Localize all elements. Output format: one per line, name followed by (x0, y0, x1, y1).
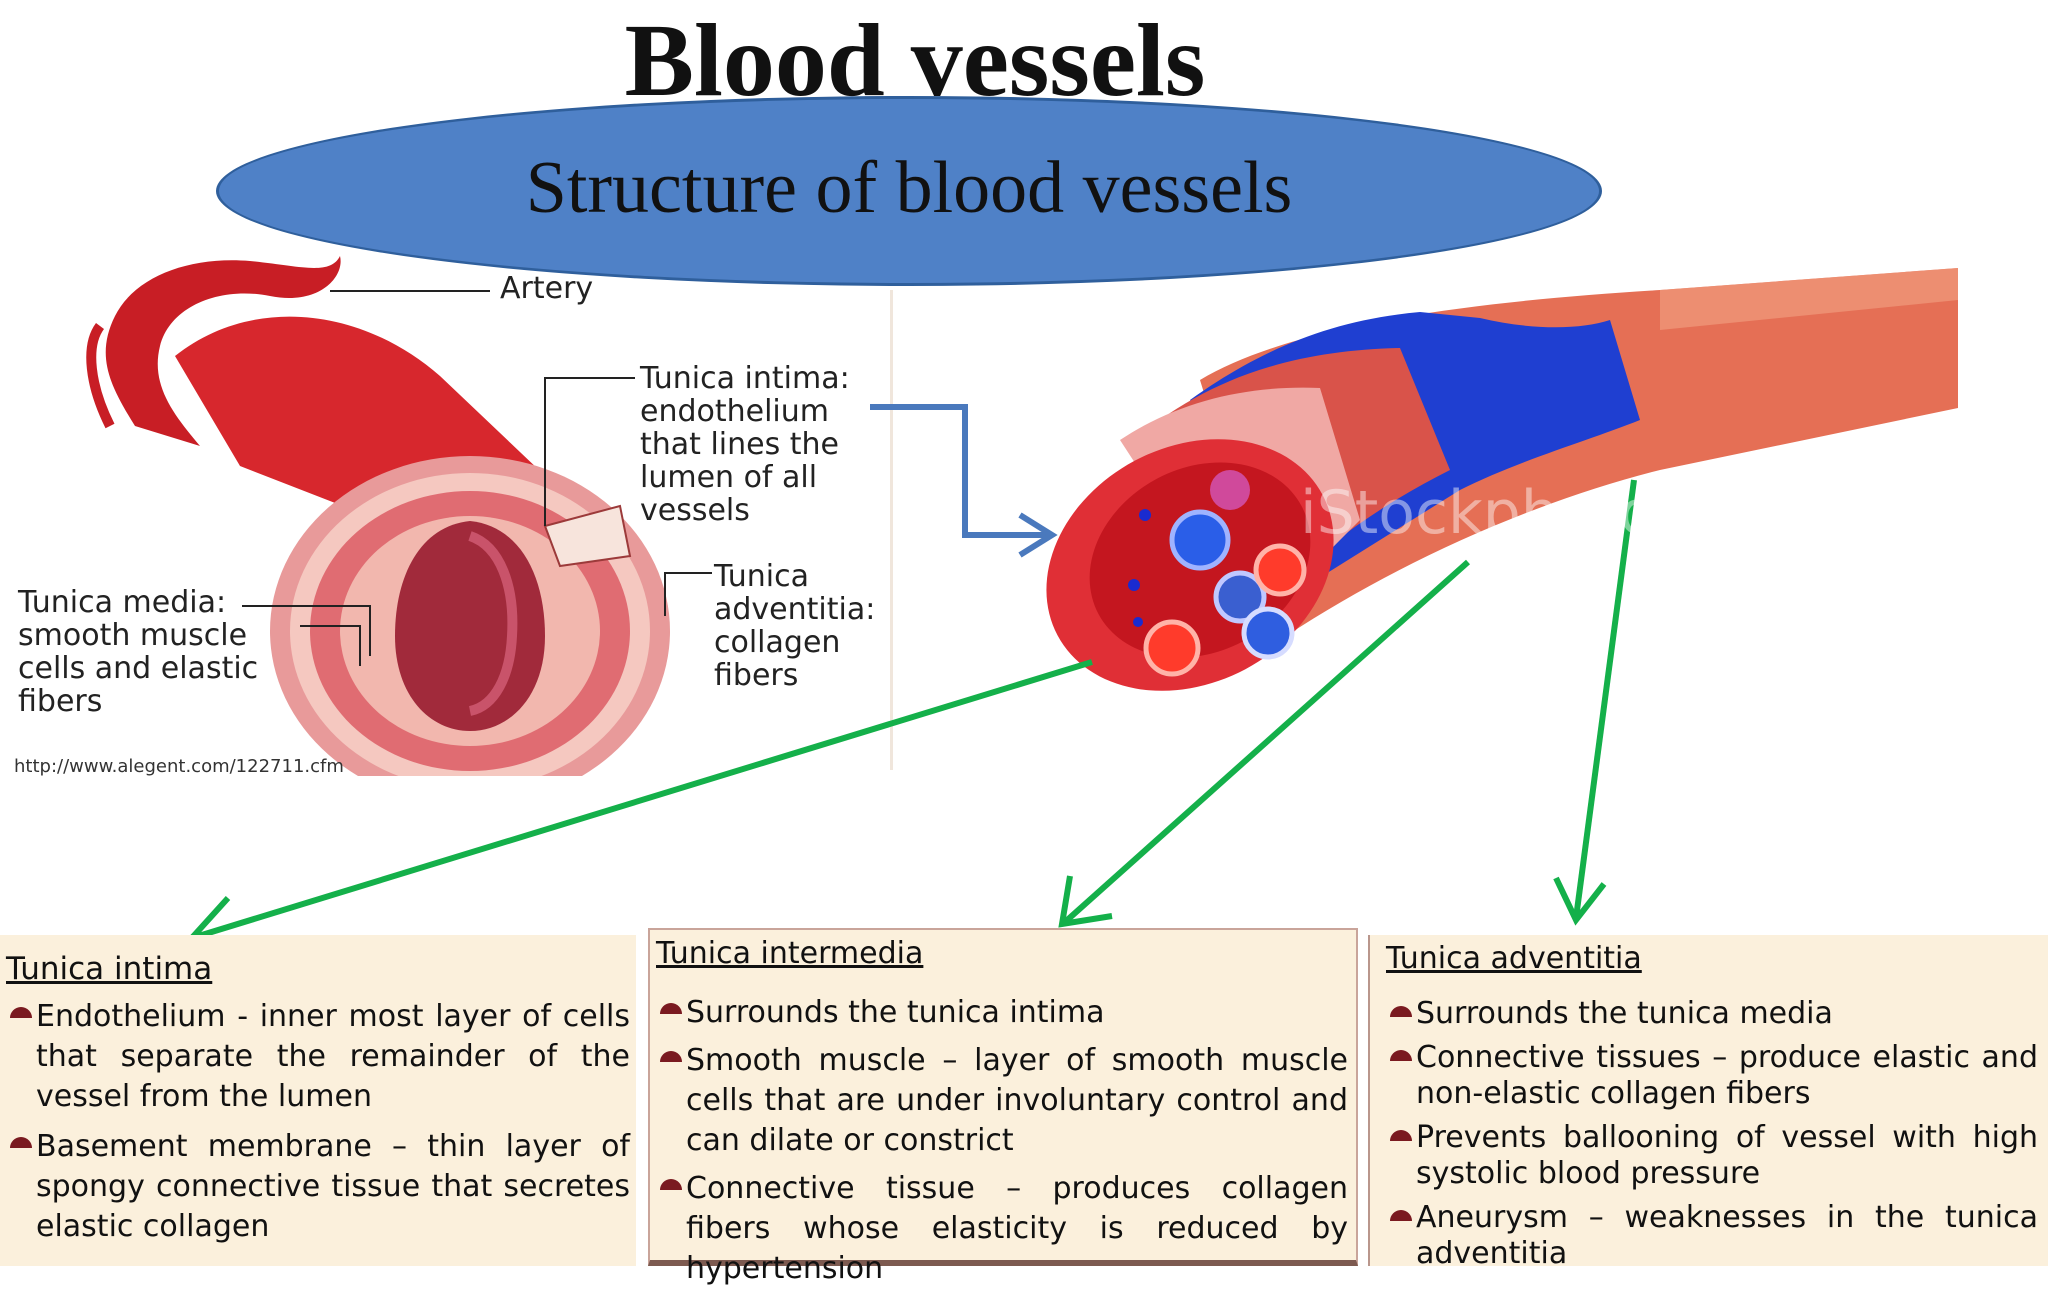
label-adventitia-3: collagen (714, 625, 841, 660)
panel-heading: Tunica adventitia (1386, 941, 1642, 976)
blood-cell (1213, 570, 1267, 624)
bullet-icon (1390, 1050, 1412, 1061)
figure-divider (890, 290, 893, 770)
list-item: Smooth muscle – layer of smooth muscle c… (656, 1041, 1348, 1161)
label-adventitia-4: fibers (714, 658, 799, 693)
list-item: Aneurysm – weaknesses in the tunica adve… (1386, 1200, 2038, 1272)
bullet-icon (1390, 1210, 1412, 1221)
label-media-1: Tunica media: (18, 585, 227, 620)
green-arrow-intima (191, 659, 1093, 941)
panel-tunica-adventitia: Tunica adventitia Surrounds the tunica m… (1368, 935, 2048, 1271)
bullet-icon (10, 1137, 32, 1148)
list-item: Endothelium - inner most layer of cells … (6, 997, 630, 1117)
list-item: Connective tissues – produce elastic and… (1386, 1040, 2038, 1112)
bullet-icon (10, 1007, 32, 1018)
label-intima-3: that lines the (640, 427, 839, 462)
label-intima-2: endothelium (640, 394, 830, 429)
bullet-icon (1390, 1006, 1412, 1017)
list-item: Surrounds the tunica media (1386, 996, 2038, 1032)
label-media-3: cells and elastic (18, 651, 259, 686)
blood-cell (1241, 606, 1295, 660)
label-adventitia-1: Tunica (714, 559, 810, 594)
label-media-4: fibers (18, 684, 103, 719)
artery-illustration (86, 256, 712, 806)
blood-cell (1210, 470, 1250, 510)
bullet-icon (1390, 1130, 1412, 1141)
label-intima-1: Tunica intima: (640, 361, 850, 396)
artery-tail (105, 256, 341, 446)
watermark: iStockphoto (1300, 478, 1656, 548)
blue-arrow (870, 404, 1050, 538)
list-item: Basement membrane – thin layer of spongy… (6, 1127, 630, 1247)
artery-figure (0, 236, 895, 806)
list-item: Connective tissue – produces collagen fi… (656, 1169, 1348, 1289)
blood-cell (1253, 543, 1307, 597)
subtitle: Structure of blood vessels (525, 147, 1293, 229)
label-adventitia-2: adventitia: (714, 592, 876, 627)
panel-tunica-intima: Tunica intima Endothelium - inner most l… (0, 935, 636, 1266)
panel-tunica-intermedia: Tunica intermedia Surrounds the tunica i… (648, 928, 1358, 1286)
bullet-icon (660, 1179, 682, 1190)
list-item: Prevents ballooning of vessel with high … (1386, 1120, 2038, 1192)
blood-cell (1169, 509, 1231, 571)
panel-heading: Tunica intermedia (656, 936, 924, 971)
label-media-2: smooth muscle (18, 618, 248, 653)
panel-heading: Tunica intima (6, 951, 213, 987)
blood-cell (1143, 619, 1201, 677)
green-arrow-adventitia (1573, 479, 1637, 919)
label-artery: Artery (500, 271, 594, 306)
list-item: Surrounds the tunica intima (656, 993, 1348, 1033)
green-arrow-media (1063, 559, 1470, 925)
source-url: http://www.alegent.com/122711.cfm (14, 756, 344, 777)
label-intima-5: vessels (640, 493, 750, 528)
bullet-icon (660, 1003, 682, 1014)
label-intima-4: lumen of all (640, 460, 818, 495)
bullet-icon (660, 1051, 682, 1062)
subtitle-ellipse (216, 96, 1602, 286)
